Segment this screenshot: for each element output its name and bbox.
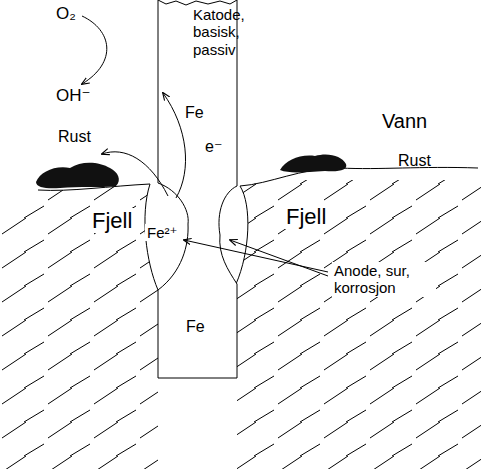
rust-deposit [36,163,119,189]
element-label: Fe [183,104,206,122]
rust-label: Rust [58,128,91,146]
pit-outline [236,186,248,284]
anode-label: Anode, sur, korrosjon [332,262,436,297]
anode-leader [230,240,328,276]
rock-label: Fjell [284,204,328,229]
rock-label: Fjell [90,208,134,233]
electron-label: e⁻ [203,138,224,156]
rust-deposit [280,154,346,172]
rust-label: Rust [398,152,431,170]
ion-arrow [102,152,168,196]
ion-label: Fe²⁺ [145,224,179,241]
element-label: Fe [184,318,207,336]
medium-label: Vann [382,110,427,133]
cathode-label: Katode, basisk, passiv [193,6,253,58]
ground-line [240,167,478,186]
ion-label: OH⁻ [56,86,90,106]
corrosion-pit [226,186,248,284]
reduction-arrow [82,16,107,84]
anode-leader [184,240,328,272]
rod-break-edge [158,0,237,5]
molecule-label: O₂ [56,4,76,24]
rock-hatching [0,180,481,469]
